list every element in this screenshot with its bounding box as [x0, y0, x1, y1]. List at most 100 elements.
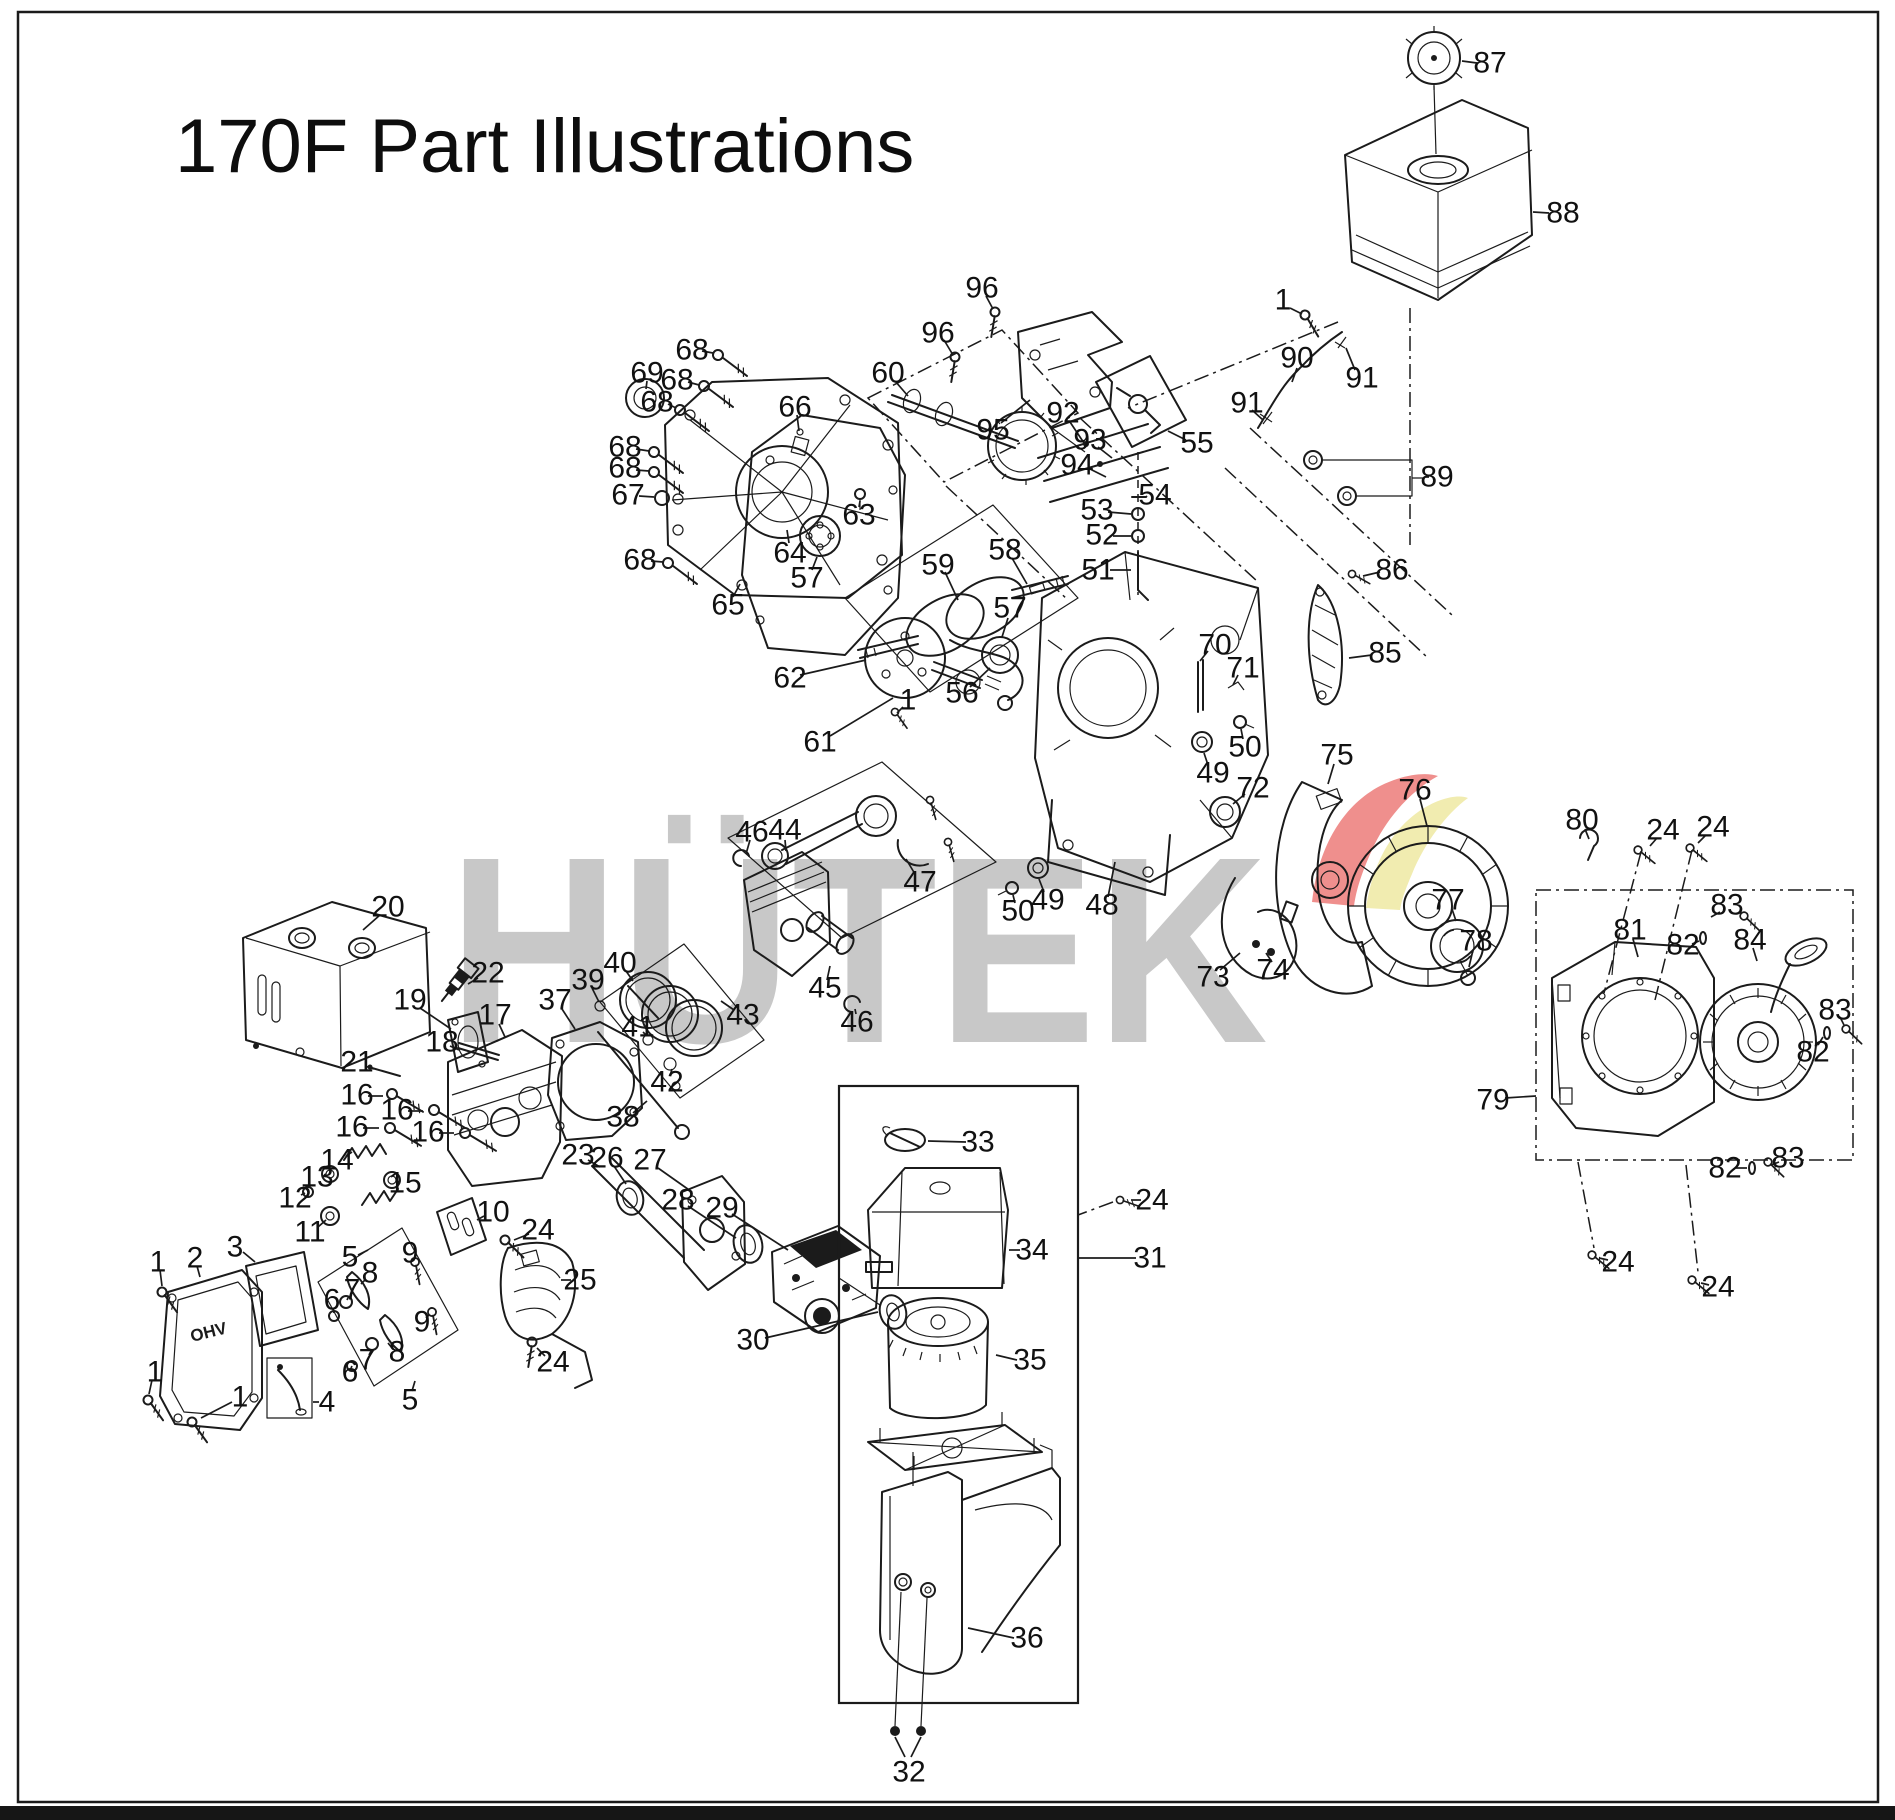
leader-line-93: [1097, 446, 1113, 459]
part-label-50: 50: [1228, 731, 1261, 764]
part-label-76: 76: [1398, 774, 1431, 807]
leader-line-96: [943, 339, 954, 356]
part-label-68: 68: [608, 452, 641, 485]
part-label-17: 17: [478, 999, 511, 1032]
oil-seal: [625, 378, 665, 418]
part-label-30: 30: [736, 1324, 769, 1357]
leader-line-82: [1691, 940, 1700, 945]
part-label-85: 85: [1368, 637, 1401, 670]
part-label-13: 13: [300, 1161, 333, 1194]
leader-line-49: [1038, 878, 1045, 893]
leader-line-1: [896, 706, 904, 714]
leader-line-53: [1107, 511, 1132, 515]
part-labels: 8788190919192939495969655545352516066696…: [147, 47, 1852, 1789]
charging-coil: [1220, 877, 1299, 980]
part-label-46: 46: [735, 816, 768, 849]
part-label-65: 65: [711, 589, 744, 622]
part-label-5: 5: [402, 1384, 419, 1417]
leader-line-2: [196, 1265, 201, 1278]
fuel-valve: [1095, 355, 1187, 448]
wing-nut: [882, 1126, 926, 1152]
leader-line-43: [720, 1000, 735, 1011]
part-label-68: 68: [660, 364, 693, 397]
leader-line-1: [148, 1379, 153, 1395]
part-label-68: 68: [608, 431, 641, 464]
watermark: HÜTEK: [448, 774, 1468, 1099]
part-label-83: 83: [1710, 889, 1743, 922]
leader-line-91: [1251, 409, 1264, 421]
leader-line-17: [498, 1023, 506, 1038]
leader-line-5: [411, 1380, 416, 1392]
leader-line-63: [858, 500, 861, 508]
leader-line-59: [944, 571, 959, 601]
part-label-10: 10: [476, 1196, 509, 1229]
leader-line-90: [1291, 367, 1298, 383]
stop-switch-wire: [887, 639, 1024, 730]
air-cleaner-box: [837, 1084, 1080, 1705]
part-label-6: 6: [324, 1284, 341, 1317]
leader-line-57: [811, 556, 818, 571]
breather-valve: [790, 428, 810, 457]
leader-line-71: [1232, 674, 1239, 686]
part-label-91: 91: [1345, 362, 1378, 395]
part-label-24: 24: [1696, 811, 1729, 844]
leader-line-24: [513, 1233, 530, 1241]
part-label-55: 55: [1180, 427, 1213, 460]
leader-line-68: [635, 448, 650, 452]
part-label-9: 9: [414, 1306, 431, 1339]
leader-line-42: [669, 1068, 673, 1077]
rocker-assembly: [317, 1227, 459, 1387]
leader-line-7: [346, 1295, 350, 1301]
part-label-49: 49: [1031, 884, 1064, 917]
part-label-37: 37: [538, 984, 571, 1017]
part-label-81: 81: [1613, 914, 1646, 947]
part-label-31: 31: [1133, 1242, 1166, 1275]
leader-line-74: [1265, 952, 1273, 963]
part-label-9: 9: [402, 1237, 419, 1270]
part-label-52: 52: [1085, 519, 1118, 552]
leader-line-20: [362, 914, 381, 931]
part-label-39: 39: [571, 964, 604, 997]
leader-line-68: [635, 469, 650, 472]
leader-line-1: [200, 1401, 233, 1419]
air-gasket: [838, 1277, 908, 1330]
leader-line-49: [1203, 752, 1209, 766]
part-label-29: 29: [705, 1192, 738, 1225]
part-label-53: 53: [1080, 494, 1113, 527]
leader-line-60: [894, 380, 909, 397]
leader-line-79: [1504, 1095, 1537, 1099]
leader-line-47: [905, 858, 916, 875]
leader-line-87: [1461, 60, 1478, 64]
leader-line-24: [536, 1347, 546, 1357]
cover-gasket: [741, 414, 906, 656]
part-label-16: 16: [411, 1116, 444, 1149]
part-label-1: 1: [150, 1246, 167, 1279]
part-label-8: 8: [389, 1336, 406, 1369]
leader-line-96: [985, 295, 994, 310]
carburetor: [771, 1225, 893, 1334]
oil-seal-small: [997, 715, 1255, 896]
leader-line-1: [1289, 307, 1303, 315]
starter-box: [1535, 889, 1854, 1161]
leader-line-35: [995, 1354, 1018, 1361]
part-label-1: 1: [147, 1356, 164, 1389]
head-stud: [457, 1042, 500, 1061]
part-label-22: 22: [471, 957, 504, 990]
leader-line-37: [561, 1008, 576, 1030]
part-label-1: 1: [900, 684, 917, 717]
watermark-text: HÜTEK: [448, 802, 1268, 1099]
muffler: [242, 901, 431, 1069]
part-label-68: 68: [640, 386, 673, 419]
part-label-88: 88: [1546, 197, 1579, 230]
guide-plate: [436, 1197, 487, 1256]
leader-line-19: [419, 1007, 452, 1030]
tank-grommets: [1303, 450, 1425, 506]
leader-line-21: [364, 1065, 375, 1070]
leader-line-83: [1710, 911, 1721, 918]
part-label-94: 94: [1060, 449, 1093, 482]
leader-line-64: [786, 529, 790, 544]
fuel-cap: [1405, 26, 1463, 90]
part-label-16: 16: [340, 1079, 373, 1112]
piston-rings: [599, 943, 765, 1099]
watermark-swoosh-red: [1312, 774, 1438, 906]
